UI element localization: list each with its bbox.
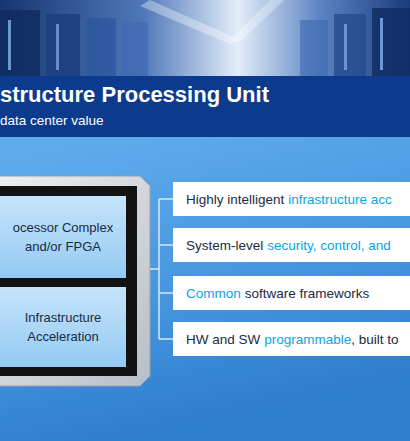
rack-light: [56, 24, 59, 70]
datacenter-photo: [0, 0, 410, 76]
server-rack: [86, 18, 116, 76]
bracket-tick: [159, 292, 173, 294]
slide-title: structure Processing Unit: [0, 82, 269, 108]
server-rack: [334, 14, 366, 76]
server-rack: [46, 14, 80, 76]
processor-block: ocessor Complex and/or FPGA: [0, 196, 126, 278]
feature-text: software frameworks: [245, 286, 370, 301]
bracket-tick: [159, 198, 173, 200]
bracket-tick: [159, 338, 173, 340]
light-streak: [140, 0, 240, 44]
feature-text: Highly intelligent: [186, 192, 284, 207]
feature-text: infrastructure acc: [288, 192, 392, 207]
feature-bar: Highly intelligent infrastructure acc: [173, 182, 410, 216]
feature-text: security, control, and: [267, 238, 391, 253]
light-streak: [230, 0, 284, 42]
bracket-spine: [158, 199, 160, 339]
chip-die: [0, 186, 137, 376]
block-label: ocessor Complex and/or FPGA: [4, 218, 122, 256]
server-racks: [0, 0, 410, 76]
bracket: [150, 199, 173, 339]
chip-frame: [0, 176, 150, 386]
server-rack: [300, 20, 328, 76]
rack-light: [344, 24, 347, 70]
server-rack: [0, 10, 40, 76]
feature-text: System-level: [186, 238, 263, 253]
bracket-stem: [150, 268, 159, 270]
rack-light: [8, 20, 11, 70]
slide-subtitle: data center value: [0, 113, 104, 128]
feature-text: , built to: [351, 332, 398, 347]
feature-bar: System-level security, control, and: [173, 228, 410, 262]
feature-bar: Common software frameworks: [173, 276, 410, 310]
server-rack: [122, 22, 148, 76]
feature-text: HW and SW: [186, 332, 260, 347]
feature-bar: HW and SW programmable, built to: [173, 322, 410, 356]
feature-text: programmable: [264, 332, 351, 347]
bracket-tick: [159, 244, 173, 246]
acceleration-block: Infrastructure Acceleration: [0, 287, 126, 367]
block-label: Infrastructure Acceleration: [4, 308, 122, 346]
feature-text: Common: [186, 286, 241, 301]
rack-light: [380, 18, 383, 70]
server-rack: [372, 8, 410, 76]
title-banner: [0, 76, 410, 137]
